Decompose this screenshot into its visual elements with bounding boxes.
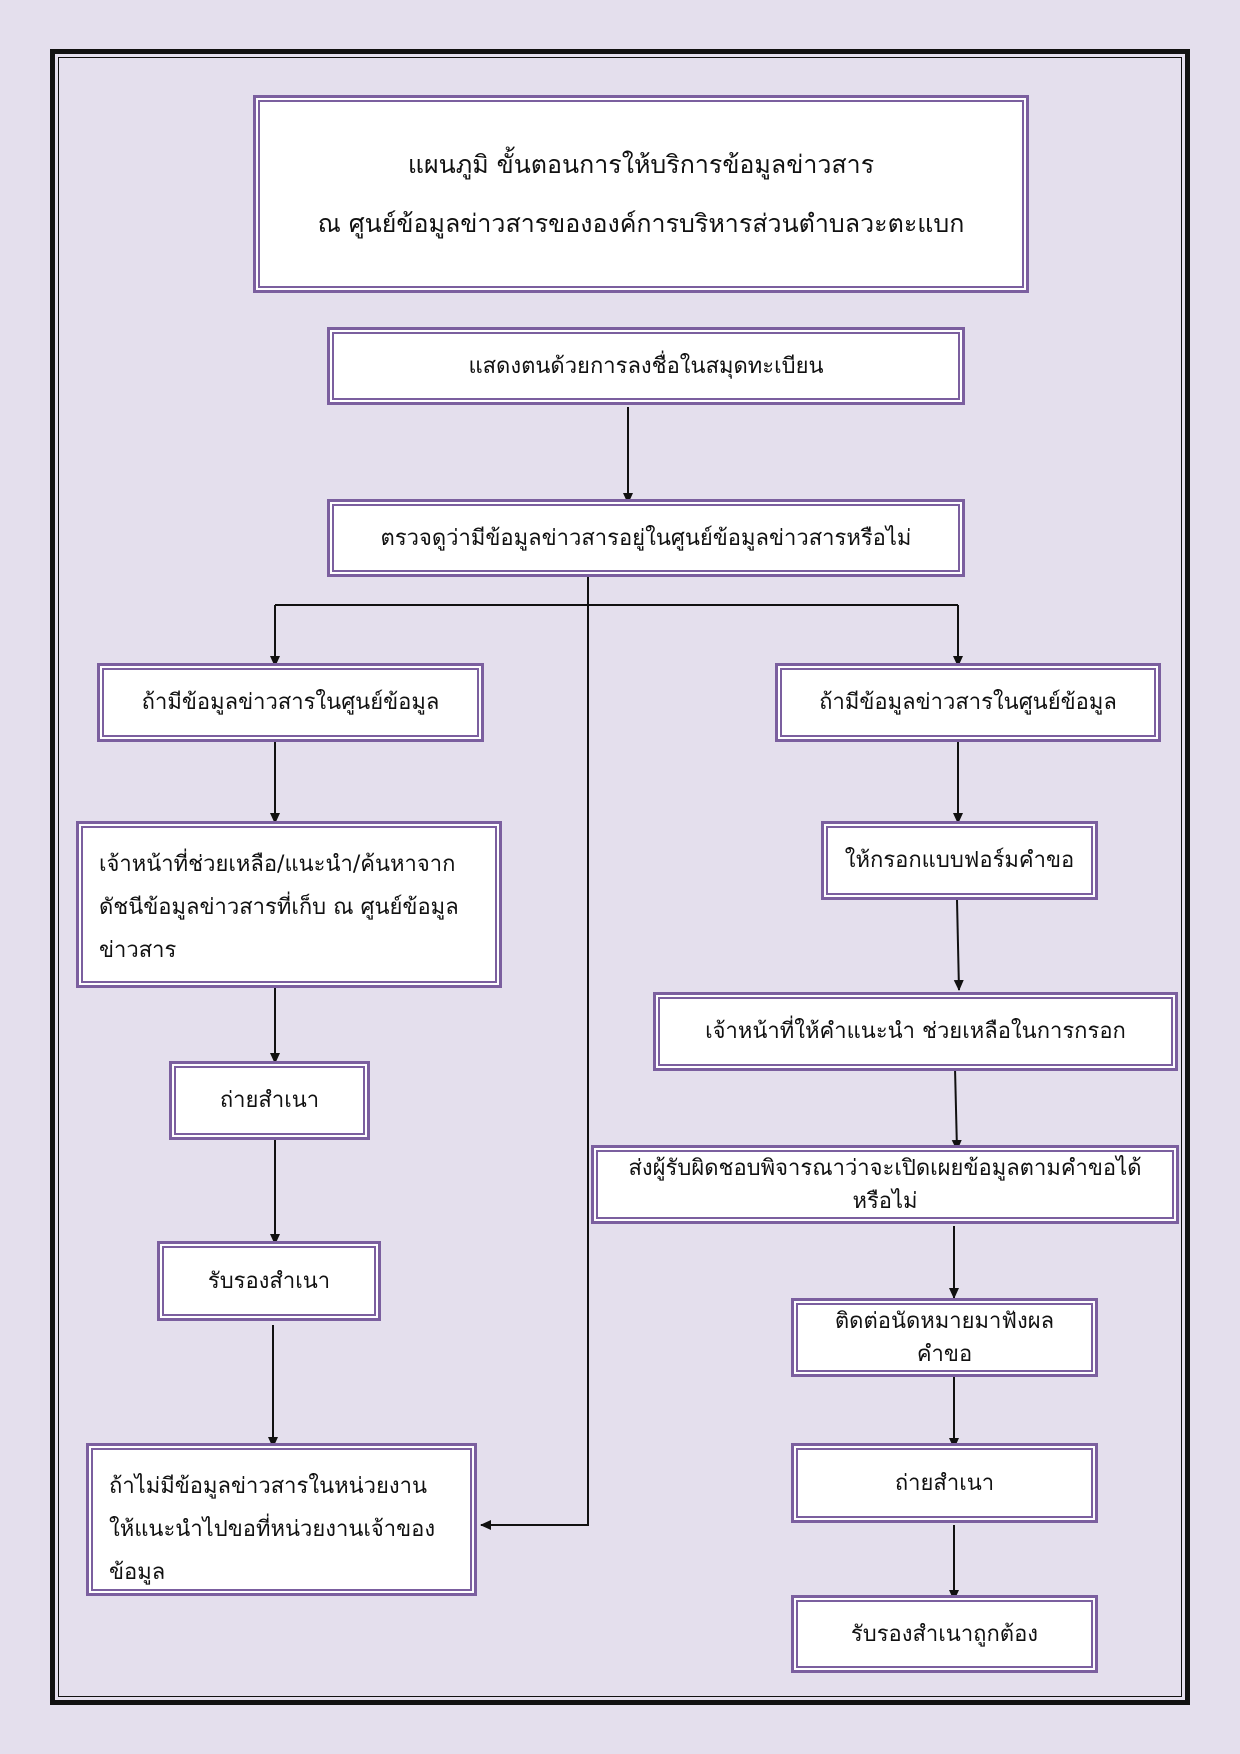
- step-right-send-review: ส่งผู้รับผิดชอบพิจารณาว่าจะเปิดเผยข้อมูล…: [592, 1146, 1178, 1223]
- step-right-certify-correct: รับรองสำเนาถูกต้อง: [792, 1596, 1097, 1672]
- arrow-staff-advise-to-send-review: [951, 1067, 962, 1151]
- step-right-fill-form: ให้กรอกแบบฟอร์มคำขอ: [822, 822, 1097, 899]
- step-check-info: ตรวจดูว่ามีข้อมูลข่าวสารอยู่ในศูนย์ข้อมู…: [328, 500, 964, 576]
- step-register: แสดงตนด้วยการลงชื่อในสมุดทะเบียน: [328, 328, 964, 404]
- step-left-has-info: ถ้ามีข้อมูลข่าวสารในศูนย์ข้อมูล: [98, 664, 483, 741]
- step-left-certify: รับรองสำเนา: [158, 1242, 380, 1320]
- arrow-fill-form-to-staff-advise: [953, 899, 964, 991]
- step-right-has-info: ถ้ามีข้อมูลข่าวสารในศูนย์ข้อมูล: [776, 664, 1160, 741]
- step-right-copy: ถ่ายสำเนา: [792, 1444, 1097, 1522]
- chart-title-line-2: ณ ศูนย์ข้อมูลข่าวสารขององค์การบริหารส่วน…: [317, 209, 965, 238]
- chart-title-box: แผนภูมิ ขั้นตอนการให้บริการข้อมูลข่าวสาร…: [254, 96, 1028, 292]
- page-frame-outer: [50, 49, 1190, 1705]
- step-right-appointment: ติดต่อนัดหมายมาฟังผลคำขอ: [792, 1299, 1097, 1376]
- page-frame-inner: [58, 57, 1182, 1697]
- chart-title-line-1: แผนภูมิ ขั้นตอนการให้บริการข้อมูลข่าวสาร: [407, 150, 875, 179]
- step-left-staff-help: เจ้าหน้าที่ช่วยเหลือ/แนะนำ/ค้นหาจากดัชนี…: [77, 822, 501, 987]
- arrow-branch-to-no-info: [480, 605, 589, 1530]
- step-left-copy: ถ่ายสำเนา: [170, 1062, 369, 1139]
- step-right-staff-advise: เจ้าหน้าที่ให้คำแนะนำ ช่วยเหลือในการกรอก: [654, 993, 1177, 1070]
- step-no-info: ถ้าไม่มีข้อมูลข่าวสารในหน่วยงาน ให้แนะนำ…: [87, 1444, 476, 1595]
